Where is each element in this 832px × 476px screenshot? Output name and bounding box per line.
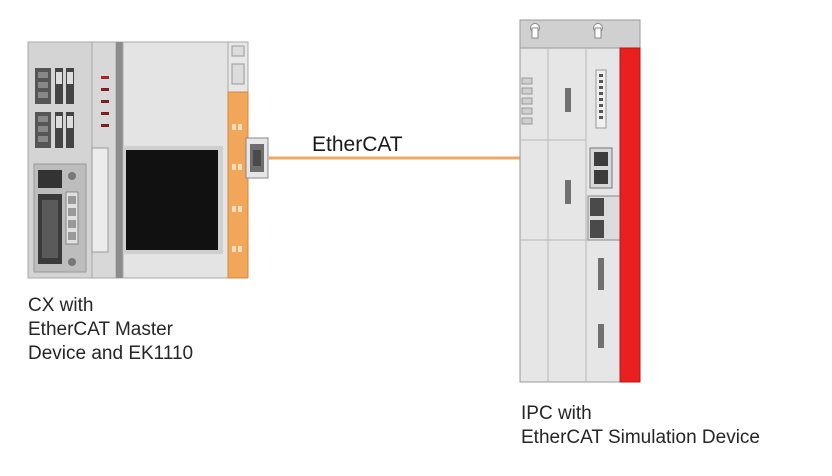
ethercat-link-label: EtherCAT bbox=[312, 133, 403, 156]
cx-caption: CX with EtherCAT Master Device and EK111… bbox=[28, 294, 193, 366]
rj45-plug-icon bbox=[245, 137, 269, 179]
slot-icon bbox=[565, 88, 604, 348]
cx-caption-line: CX with bbox=[28, 295, 94, 316]
ipc-caption-line: EtherCAT Simulation Device bbox=[521, 427, 761, 448]
cx-caption-line: Device and EK1110 bbox=[28, 343, 194, 364]
port-icon bbox=[35, 112, 74, 148]
ipc-device bbox=[519, 19, 641, 383]
mounting-hole-icon bbox=[530, 23, 540, 39]
pin-header-icon bbox=[595, 69, 607, 129]
rj45-port-icon bbox=[587, 195, 625, 241]
rj45-port-icon bbox=[589, 147, 613, 189]
port-icon bbox=[35, 68, 74, 104]
ek1110-coupler bbox=[227, 41, 249, 279]
ipc-caption-line: IPC with bbox=[521, 403, 592, 424]
cx-controller bbox=[27, 41, 229, 279]
led-indicator-icon bbox=[101, 76, 109, 127]
cx-caption-line: EtherCAT Master bbox=[28, 319, 174, 340]
display-icon bbox=[123, 146, 223, 254]
mounting-hole-icon bbox=[593, 23, 603, 39]
dvi-connector-icon bbox=[33, 163, 87, 273]
ipc-caption: IPC with EtherCAT Simulation Device bbox=[521, 402, 760, 450]
